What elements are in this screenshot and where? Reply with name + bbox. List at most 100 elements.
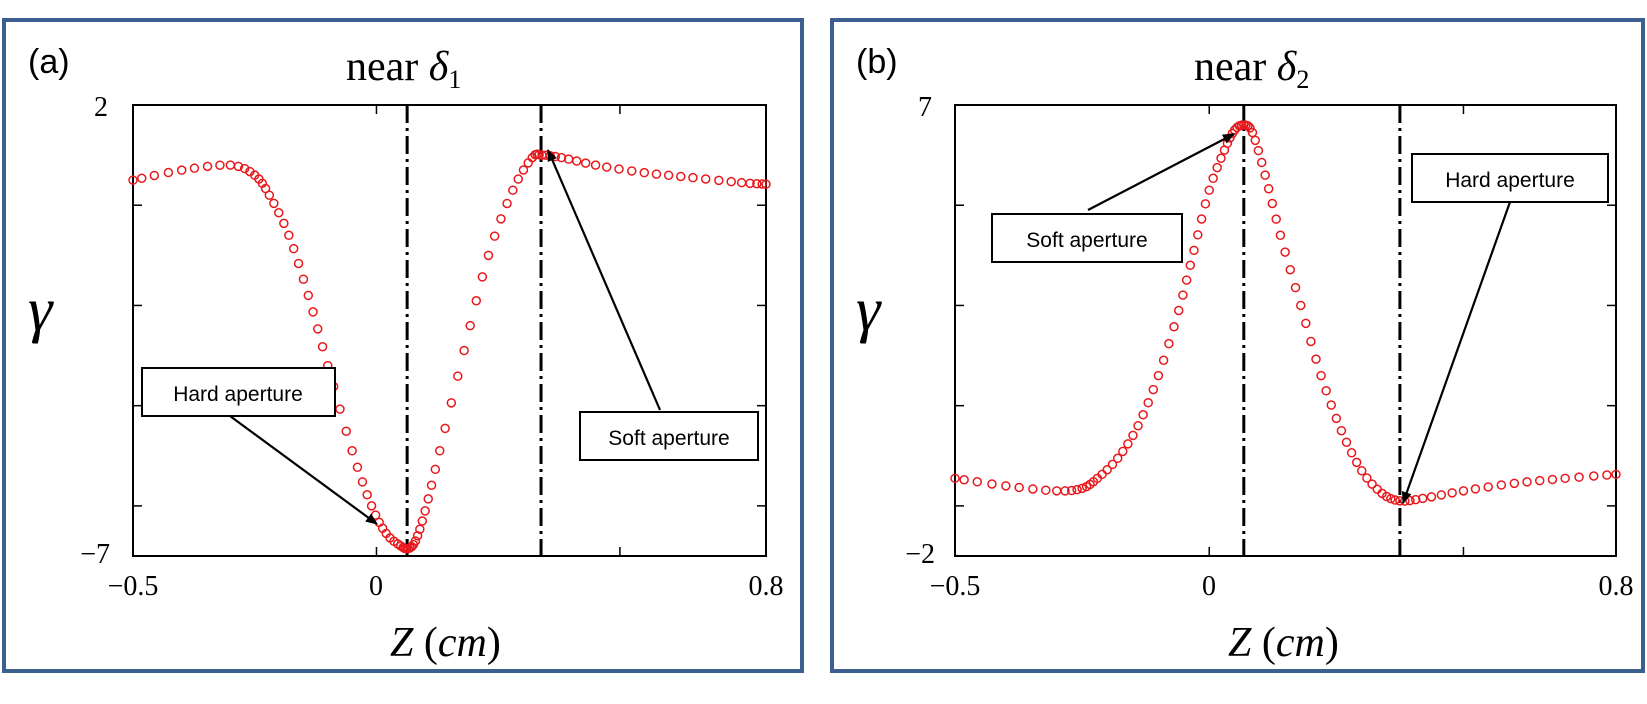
data-point <box>233 161 244 172</box>
data-point <box>639 167 650 178</box>
data-point <box>1196 214 1207 224</box>
panel-b-ytick-label-min: −2 <box>905 539 935 570</box>
data-point <box>1253 145 1264 156</box>
panel-b-ylabel: γ <box>856 276 882 344</box>
data-point <box>225 160 236 170</box>
data-point <box>1316 370 1326 381</box>
data-point <box>1470 484 1481 494</box>
data-point <box>959 474 969 485</box>
data-point <box>726 176 736 187</box>
data-point <box>1051 486 1062 496</box>
data-point <box>1164 338 1174 349</box>
data-point <box>1410 494 1421 505</box>
panel-a-soft-text: Soft aperture <box>608 427 729 450</box>
data-point <box>700 174 711 184</box>
panel-b-title-subscript: 2 <box>1296 65 1309 94</box>
data-point <box>950 473 960 484</box>
panel-a-vlines <box>405 105 543 556</box>
data-point <box>590 160 601 170</box>
data-point <box>1208 173 1218 184</box>
panel-b-y-ticks <box>955 104 1616 557</box>
data-point <box>1458 486 1469 496</box>
panel-a-xlabel-close: ) <box>487 620 501 666</box>
data-point <box>1331 413 1342 424</box>
panel-b-vlines <box>1242 105 1402 556</box>
panel-a-label: (a) <box>28 43 70 81</box>
data-point <box>1285 264 1296 275</box>
data-point <box>317 341 328 352</box>
panel-a-ylabel: γ <box>28 276 54 344</box>
panel-b-xlabel-unit: cm <box>1276 620 1325 666</box>
data-point <box>459 345 469 356</box>
data-point <box>1311 354 1321 364</box>
data-point <box>972 477 982 487</box>
data-point <box>1534 475 1545 486</box>
data-point <box>465 320 475 331</box>
data-point <box>1001 481 1011 491</box>
data-point <box>1256 157 1267 168</box>
panel-a-x-ticks <box>132 105 767 556</box>
data-point <box>136 173 147 183</box>
data-point <box>1107 459 1118 470</box>
panel-b-x-ticks <box>954 105 1617 556</box>
data-point <box>1243 121 1253 131</box>
data-point <box>1028 484 1038 494</box>
data-point <box>1143 397 1153 408</box>
data-point <box>496 214 506 224</box>
data-point <box>410 536 421 546</box>
data-point <box>128 175 138 185</box>
panel-a-xlabel-unit: cm <box>438 620 487 666</box>
data-point <box>293 258 304 269</box>
data-point <box>423 494 433 504</box>
panel-a-xtick-label-zero: 0 <box>369 571 383 602</box>
data-point <box>471 295 482 306</box>
data-point <box>1611 469 1621 480</box>
data-point <box>202 161 213 172</box>
data-point <box>1547 474 1558 485</box>
data-point <box>477 272 488 282</box>
panel-a-hard-arrow <box>229 415 378 525</box>
data-point <box>571 156 582 166</box>
data-point <box>288 243 299 254</box>
data-point <box>1158 355 1169 366</box>
data-point <box>651 169 662 179</box>
data-point <box>513 174 523 184</box>
panel-a-xlabel-z: Z <box>390 620 414 666</box>
data-point <box>284 230 294 241</box>
data-point <box>1390 495 1400 505</box>
data-point <box>303 290 314 301</box>
data-point <box>1014 482 1024 493</box>
data-point <box>580 158 591 168</box>
data-point <box>163 167 174 178</box>
data-point <box>614 164 624 174</box>
data-point <box>676 171 686 182</box>
panel-a-hard-text: Hard aperture <box>173 383 303 406</box>
panel-b-label: (b) <box>856 43 898 81</box>
data-point <box>1306 336 1316 347</box>
panel-a-soft-box <box>579 411 759 461</box>
panel-a-annotation-hard: Hard aperture <box>141 367 378 525</box>
data-point <box>714 175 724 186</box>
data-point <box>1216 153 1226 163</box>
data-point <box>1367 479 1377 489</box>
panel-b-title-symbol: δ <box>1277 44 1298 90</box>
data-point <box>1200 199 1211 209</box>
data-point <box>1271 214 1281 224</box>
data-point <box>1280 247 1290 257</box>
data-point <box>1267 198 1278 209</box>
panel-b-soft-arrow <box>1087 133 1235 211</box>
panel-b-soft-box <box>991 213 1183 263</box>
panel-b-plot-area <box>954 104 1617 557</box>
data-point <box>1589 471 1599 481</box>
panel-b-xtick-label-max: 0.8 <box>1599 571 1634 602</box>
data-point <box>1123 439 1133 449</box>
panel-b-hard-text: Hard aperture <box>1445 169 1575 192</box>
panel-b-title-text: near <box>1194 44 1277 90</box>
data-point <box>1128 430 1138 441</box>
panel-a: (a) near δ1 γ Z (cm) −0.5 0 0.8 2 −7 Har… <box>2 18 804 673</box>
panel-a-y-ticks <box>133 104 766 557</box>
data-point <box>1173 305 1184 316</box>
data-point <box>420 506 430 516</box>
data-point <box>1148 384 1159 395</box>
